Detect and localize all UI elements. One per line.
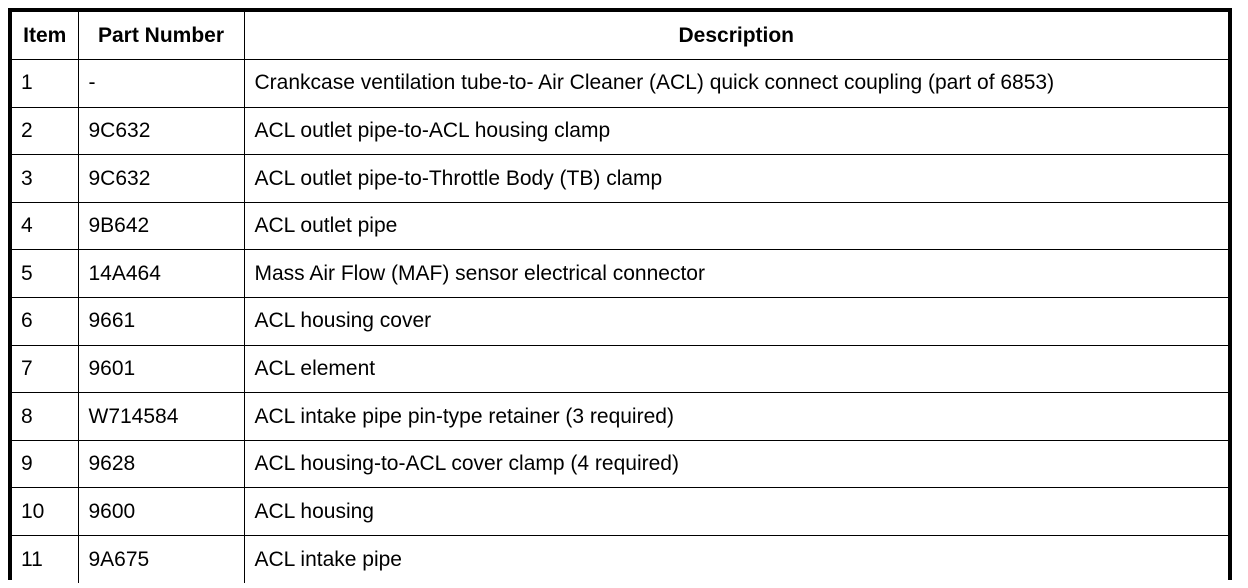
- cell-item: 8: [12, 392, 79, 441]
- cell-description-value: ACL housing cover: [254, 309, 432, 333]
- cell-item-value: 7: [21, 356, 33, 380]
- cell-description: ACL intake pipe pin-type retainer (3 req…: [243, 392, 1228, 441]
- cell-item: 9: [12, 439, 79, 489]
- cell-item-value: 11: [21, 547, 43, 571]
- cell-part-number: -: [77, 59, 245, 108]
- cell-part-number: 9628: [77, 439, 245, 489]
- cell-description: ACL outlet pipe: [243, 201, 1228, 251]
- cell-description: ACL housing-to-ACL cover clamp (4 requir…: [243, 439, 1228, 489]
- cell-description: ACL outlet pipe-to-Throttle Body (TB) cl…: [243, 154, 1228, 203]
- column-header-description: Description: [243, 12, 1228, 61]
- cell-part-number-value: 9661: [88, 309, 136, 333]
- cell-part-number: 9661: [77, 297, 245, 346]
- cell-description-value: Mass Air Flow (MAF) sensor electrical co…: [254, 261, 705, 285]
- table-header: Item Part Number Description: [12, 12, 1228, 61]
- cell-description: ACL housing cover: [243, 297, 1228, 346]
- cell-part-number-value: W714584: [88, 404, 179, 428]
- cell-part-number-value: 9600: [88, 499, 136, 523]
- cell-part-number-value: 9A675: [88, 547, 150, 571]
- cell-part-number-value: 9C632: [88, 166, 151, 190]
- cell-part-number: 9C632: [77, 154, 245, 203]
- column-header-part-number-label: Part Number: [97, 23, 225, 47]
- cell-description-value: ACL housing-to-ACL cover clamp (4 requir…: [254, 452, 679, 476]
- cell-part-number-value: -: [88, 71, 96, 95]
- parts-table: Item Part Number Description 1 -: [12, 12, 1228, 584]
- table-row: 5 14A464 Mass Air Flow (MAF) sensor elec…: [12, 249, 1228, 299]
- column-header-item-label: Item: [23, 23, 67, 47]
- cell-item-value: 9: [21, 452, 33, 476]
- cell-item: 11: [12, 535, 79, 584]
- cell-part-number-value: 9601: [88, 356, 136, 380]
- cell-item-value: 1: [21, 71, 33, 95]
- table-row: 8 W714584 ACL intake pipe pin-type retai…: [12, 392, 1228, 441]
- cell-item: 2: [12, 106, 79, 156]
- cell-part-number-value: 9B642: [88, 214, 150, 238]
- cell-description: ACL housing: [243, 487, 1228, 537]
- cell-description-value: Crankcase ventilation tube-to- Air Clean…: [254, 71, 1055, 95]
- cell-part-number: 9600: [77, 487, 245, 537]
- cell-item: 6: [12, 297, 79, 346]
- cell-description-value: ACL element: [254, 356, 376, 380]
- cell-item-value: 4: [21, 214, 33, 238]
- cell-description: ACL intake pipe: [243, 535, 1228, 584]
- cell-item: 10: [12, 487, 79, 537]
- cell-part-number-value: 9628: [88, 452, 136, 476]
- cell-item-value: 8: [21, 404, 33, 428]
- table-row: 6 9661 ACL housing cover: [12, 297, 1228, 346]
- cell-description: Crankcase ventilation tube-to- Air Clean…: [243, 59, 1228, 108]
- table-row: 2 9C632 ACL outlet pipe-to-ACL housing c…: [12, 106, 1228, 156]
- cell-description: ACL outlet pipe-to-ACL housing clamp: [243, 106, 1228, 156]
- cell-item-value: 10: [21, 499, 45, 523]
- cell-part-number: 9A675: [77, 535, 245, 584]
- cell-item-value: 2: [21, 118, 33, 142]
- cell-item: 7: [12, 344, 79, 394]
- table-row: 11 9A675 ACL intake pipe: [12, 535, 1228, 584]
- parts-table-container: Item Part Number Description 1 -: [8, 8, 1232, 584]
- cell-item: 1: [12, 59, 79, 108]
- column-header-part-number: Part Number: [77, 12, 245, 61]
- cell-item: 4: [12, 201, 79, 251]
- table-row: 3 9C632 ACL outlet pipe-to-Throttle Body…: [12, 154, 1228, 203]
- table-body: 1 - Crankcase ventilation tube-to- Air C…: [12, 59, 1228, 584]
- cell-description-value: ACL outlet pipe-to-Throttle Body (TB) cl…: [254, 166, 663, 190]
- table-row: 9 9628 ACL housing-to-ACL cover clamp (4…: [12, 439, 1228, 489]
- cell-part-number: 14A464: [77, 249, 245, 299]
- cell-item: 3: [12, 154, 79, 203]
- column-header-item: Item: [12, 12, 79, 61]
- cell-part-number: W714584: [77, 392, 245, 441]
- table-row: 7 9601 ACL element: [12, 344, 1228, 394]
- cell-description-value: ACL intake pipe: [254, 547, 402, 571]
- table-header-row: Item Part Number Description: [12, 12, 1228, 61]
- cell-item-value: 6: [21, 309, 33, 333]
- cell-item: 5: [12, 249, 79, 299]
- cell-part-number-value: 14A464: [88, 261, 161, 285]
- cell-part-number: 9601: [77, 344, 245, 394]
- cell-part-number: 9B642: [77, 201, 245, 251]
- cell-description-value: ACL housing: [254, 499, 374, 523]
- table-row: 1 - Crankcase ventilation tube-to- Air C…: [12, 59, 1228, 108]
- cell-item-value: 3: [21, 166, 33, 190]
- cell-description-value: ACL intake pipe pin-type retainer (3 req…: [254, 404, 674, 428]
- cell-part-number-value: 9C632: [88, 118, 151, 142]
- cell-description: Mass Air Flow (MAF) sensor electrical co…: [243, 249, 1228, 299]
- cell-description-value: ACL outlet pipe-to-ACL housing clamp: [254, 118, 611, 142]
- cell-part-number: 9C632: [77, 106, 245, 156]
- column-header-description-label: Description: [678, 23, 795, 47]
- cell-description-value: ACL outlet pipe: [254, 214, 398, 238]
- cell-description: ACL element: [243, 344, 1228, 394]
- table-row: 4 9B642 ACL outlet pipe: [12, 201, 1228, 251]
- cell-item-value: 5: [21, 261, 33, 285]
- table-row: 10 9600 ACL housing: [12, 487, 1228, 537]
